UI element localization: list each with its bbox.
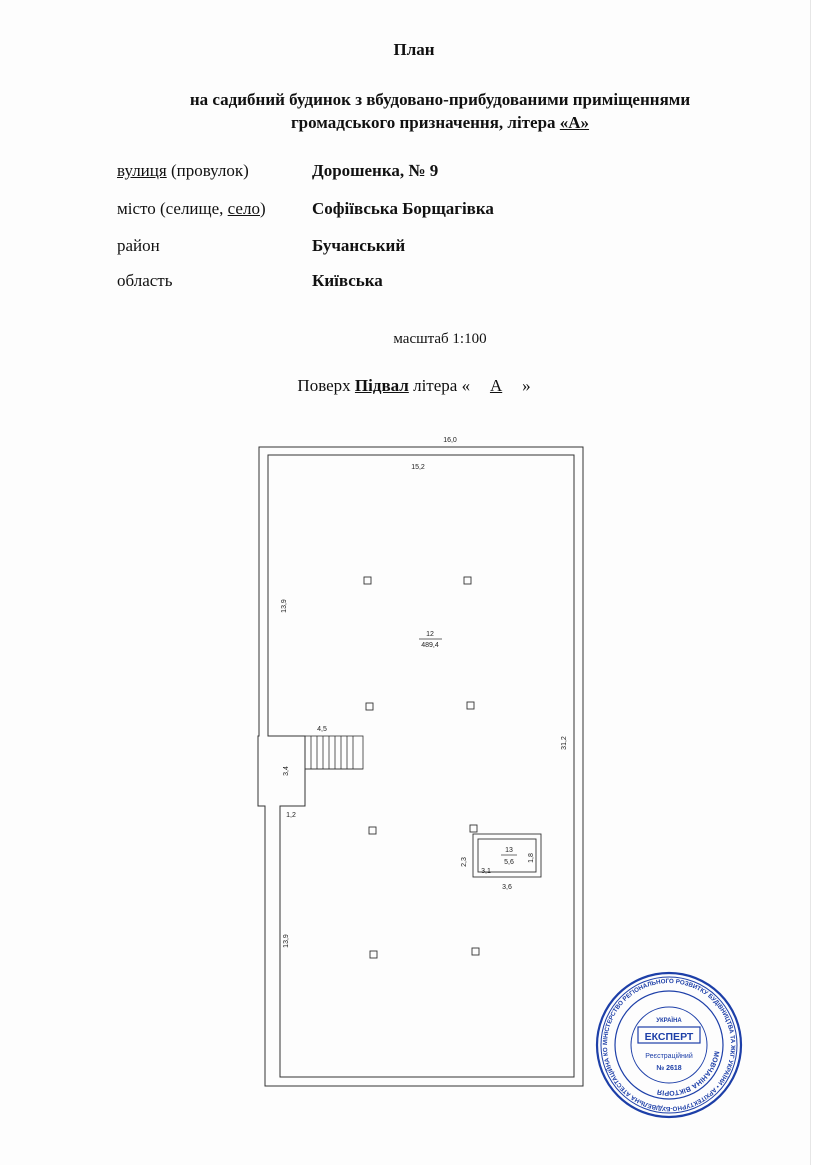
column <box>369 950 378 959</box>
street-label-underlined: вулиця <box>117 161 167 180</box>
street-label: вулиця (провулок) <box>117 161 249 181</box>
street-label-rest: (провулок) <box>166 161 249 180</box>
column <box>466 701 475 710</box>
columns <box>363 576 480 959</box>
building-letter: «А» <box>559 113 590 132</box>
document-subtitle: на садибний будинок з вбудовано-прибудов… <box>60 88 820 134</box>
dim-niche-depth: 1,2 <box>286 812 296 819</box>
column <box>471 947 480 956</box>
district-value: Бучанський <box>312 236 406 255</box>
room-13-area: 5,6 <box>504 859 514 866</box>
district-label: район <box>117 236 160 255</box>
column <box>365 702 374 711</box>
floor-mid: літера « <box>408 376 471 395</box>
dim-room-13-outer-width: 3,6 <box>502 884 512 891</box>
dim-right-height: 31,2 <box>561 736 568 750</box>
floor-name: Підвал <box>354 376 409 395</box>
room-12-number: 12 <box>426 631 434 638</box>
city-label-prefix: місто (селище, <box>117 199 228 218</box>
expert-seal-stamp: МІНІСТЕРСТВО РЕГІОНАЛЬНОГО РОЗВИТКУ БУДІ… <box>594 970 743 1119</box>
dim-room-13-left: 2,3 <box>461 857 468 867</box>
document-title: План <box>393 40 435 59</box>
inner-wall <box>267 454 575 1078</box>
seal-center-title: ЕКСПЕРТ <box>645 1031 694 1043</box>
column <box>368 826 377 835</box>
subtitle-line-1: на садибний будинок з вбудовано-прибудов… <box>189 90 691 109</box>
dim-left-upper: 13,9 <box>281 599 288 613</box>
floor-prefix: Поверх <box>297 376 355 395</box>
subtitle-line-2-text: громадського призначення, літера <box>290 113 560 132</box>
room-13-number: 13 <box>505 847 513 854</box>
room-13 <box>472 833 542 878</box>
subtitle-line-2: громадського призначення, літера «А» <box>60 111 820 134</box>
floor-letter: А <box>489 376 503 395</box>
room-12-area: 489,4 <box>421 642 439 649</box>
city-label-suffix: ) <box>259 199 266 218</box>
city-label-underlined: село <box>227 199 260 218</box>
floor-suffix: » <box>522 376 531 395</box>
dim-inner-width: 15,2 <box>411 464 425 471</box>
staircase <box>304 735 364 806</box>
seal-reg-label: Реєстраційний <box>645 1052 693 1060</box>
column <box>363 576 372 585</box>
dim-room-13-right: 1,8 <box>528 853 535 863</box>
scale-label: масштаб 1:100 <box>393 331 487 347</box>
column <box>463 576 472 585</box>
city-value: Софіївська Борщагівка <box>312 199 494 218</box>
dim-stair-height: 3,4 <box>283 766 290 776</box>
dim-room-13-inner-width: 3,1 <box>481 868 491 875</box>
dim-stair-width: 4,5 <box>317 726 327 733</box>
region-label: область <box>117 271 173 290</box>
city-label: місто (селище, село) <box>117 199 266 219</box>
document-page <box>810 0 811 1165</box>
dim-left-lower: 13,9 <box>283 934 290 948</box>
street-value: Дорошенка, № 9 <box>312 161 439 180</box>
outer-wall <box>257 446 584 1087</box>
region-value: Київська <box>312 271 383 290</box>
floor-label: Поверх Підвал літера « А » <box>0 376 828 396</box>
seal-reg-number: № 2618 <box>656 1064 681 1072</box>
seal-country: УКРАЇНА <box>656 1017 682 1024</box>
dim-outer-width: 16,0 <box>443 437 457 444</box>
column <box>469 824 478 833</box>
